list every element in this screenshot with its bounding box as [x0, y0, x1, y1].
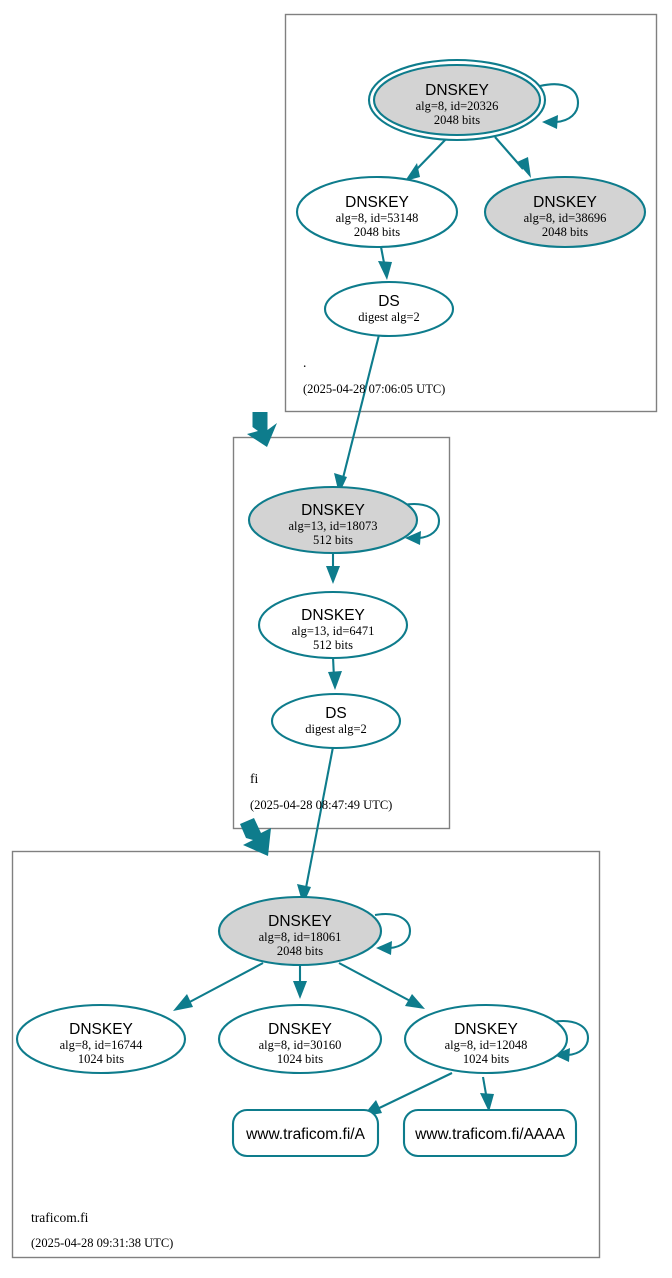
node-fi-dnskey-6471[interactable]: DNSKEY alg=13, id=6471 512 bits: [257, 590, 409, 660]
node-size: 1024 bits: [277, 1052, 323, 1066]
node-ellipse: [483, 175, 647, 249]
node-size: 512 bits: [313, 533, 353, 547]
edge-self-fi-ksk: [402, 503, 441, 545]
edge-root-ksk-to-zsk53148: [405, 136, 449, 181]
node-size: 2048 bits: [542, 225, 588, 239]
node-params: digest alg=2: [305, 722, 367, 736]
rrset-label: www.traficom.fi/A: [245, 1126, 366, 1143]
node-title: DNSKEY: [345, 194, 409, 211]
edge-fi-ds-to-traficom-ksk: [297, 746, 335, 905]
node-root-ds[interactable]: DS digest alg=2: [323, 280, 455, 338]
node-params: alg=8, id=18061: [259, 930, 342, 944]
node-size: 512 bits: [313, 638, 353, 652]
node-root-dnskey-53148[interactable]: DNSKEY alg=8, id=53148 2048 bits: [295, 175, 459, 249]
node-ellipse: [247, 485, 419, 555]
node-ellipse: [323, 280, 455, 338]
node-params: alg=8, id=20326: [416, 99, 499, 113]
rrset-label: www.traficom.fi/AAAA: [414, 1126, 566, 1143]
node-title: DNSKEY: [301, 502, 365, 519]
zone-timestamp-fi: (2025-04-28 08:47:49 UTC): [250, 798, 392, 812]
rrset-box: [402, 1108, 578, 1158]
node-params: alg=8, id=12048: [445, 1038, 528, 1052]
node-traficom-dnskey-30160[interactable]: DNSKEY alg=8, id=30160 1024 bits: [217, 1003, 383, 1075]
edge-traficom-ksk-to-key12048: [338, 962, 425, 1009]
edge-root-zsk53148-to-ds: [378, 246, 392, 280]
edge-fi-ksk-to-zsk6471: [326, 552, 340, 584]
node-title: DNSKEY: [268, 1021, 332, 1038]
node-size: 2048 bits: [354, 225, 400, 239]
node-params: alg=8, id=16744: [60, 1038, 144, 1052]
edge-fi-zsk6471-to-ds: [328, 656, 342, 690]
node-fi-ds[interactable]: DS digest alg=2: [270, 692, 402, 750]
zone-label-fi: fi: [250, 771, 258, 786]
edge-self-traficom-ksk: [374, 913, 412, 955]
node-ellipse: [217, 1003, 383, 1075]
node-size: 1024 bits: [78, 1052, 124, 1066]
node-title: DS: [325, 705, 347, 722]
node-size: 2048 bits: [434, 113, 480, 127]
node-title: DNSKEY: [454, 1021, 518, 1038]
zone-label-root: .: [303, 355, 306, 370]
node-root-dnskey-38696[interactable]: DNSKEY alg=8, id=38696 2048 bits: [483, 175, 647, 249]
node-size: 1024 bits: [463, 1052, 509, 1066]
node-ellipse: [217, 895, 383, 967]
edge-traficom-ksk-to-key16744: [173, 962, 264, 1011]
node-title: DNSKEY: [268, 913, 332, 930]
node-traficom-dnskey-18061[interactable]: DNSKEY alg=8, id=18061 2048 bits: [217, 895, 383, 967]
node-traficom-dnskey-16744[interactable]: DNSKEY alg=8, id=16744 1024 bits: [15, 1003, 187, 1075]
node-root-dnskey-20326[interactable]: DNSKEY alg=8, id=20326 2048 bits: [367, 58, 547, 142]
node-title: DS: [378, 293, 400, 310]
node-title: DNSKEY: [301, 607, 365, 624]
edge-key12048-to-rr-aaaa: [480, 1076, 494, 1112]
node-ellipse: [295, 175, 459, 249]
zone-timestamp-traficom: (2025-04-28 09:31:38 UTC): [31, 1236, 173, 1250]
node-rrset-www-traficom-fi-aaaa[interactable]: www.traficom.fi/AAAA: [402, 1108, 578, 1158]
node-params: digest alg=2: [358, 310, 420, 324]
node-title: DNSKEY: [533, 194, 597, 211]
node-fi-dnskey-18073[interactable]: DNSKEY alg=13, id=18073 512 bits: [247, 485, 419, 555]
zone-timestamp-root: (2025-04-28 07:06:05 UTC): [303, 382, 445, 396]
node-params: alg=13, id=18073: [288, 519, 377, 533]
node-rrset-www-traficom-fi-a[interactable]: www.traficom.fi/A: [231, 1108, 380, 1158]
edge-traficom-ksk-to-key30160: [293, 965, 307, 999]
node-ellipse: [15, 1003, 187, 1075]
node-ellipse: [270, 692, 402, 750]
node-params: alg=13, id=6471: [292, 624, 375, 638]
delegation-arrow-fi-to-traficom: [240, 818, 271, 856]
rrset-box: [231, 1108, 380, 1158]
edge-self-traficom-key12048: [551, 1020, 590, 1062]
edge-self-root-ksk: [539, 83, 580, 129]
node-traficom-dnskey-12048[interactable]: DNSKEY alg=8, id=12048 1024 bits: [403, 1003, 569, 1075]
node-ellipse: [257, 590, 409, 660]
node-title: DNSKEY: [425, 82, 489, 99]
node-ellipse: [403, 1003, 569, 1075]
node-params: alg=8, id=38696: [524, 211, 607, 225]
node-params: alg=8, id=30160: [259, 1038, 342, 1052]
node-title: DNSKEY: [69, 1021, 133, 1038]
node-size: 2048 bits: [277, 944, 323, 958]
zone-label-traficom: traficom.fi: [31, 1210, 89, 1225]
node-ellipse: [372, 63, 542, 137]
node-params: alg=8, id=53148: [336, 211, 419, 225]
edge-root-ds-to-fi-ksk: [334, 326, 383, 494]
delegation-arrow-root-to-fi: [247, 412, 277, 447]
edge-root-ksk-to-key38696: [494, 136, 531, 178]
